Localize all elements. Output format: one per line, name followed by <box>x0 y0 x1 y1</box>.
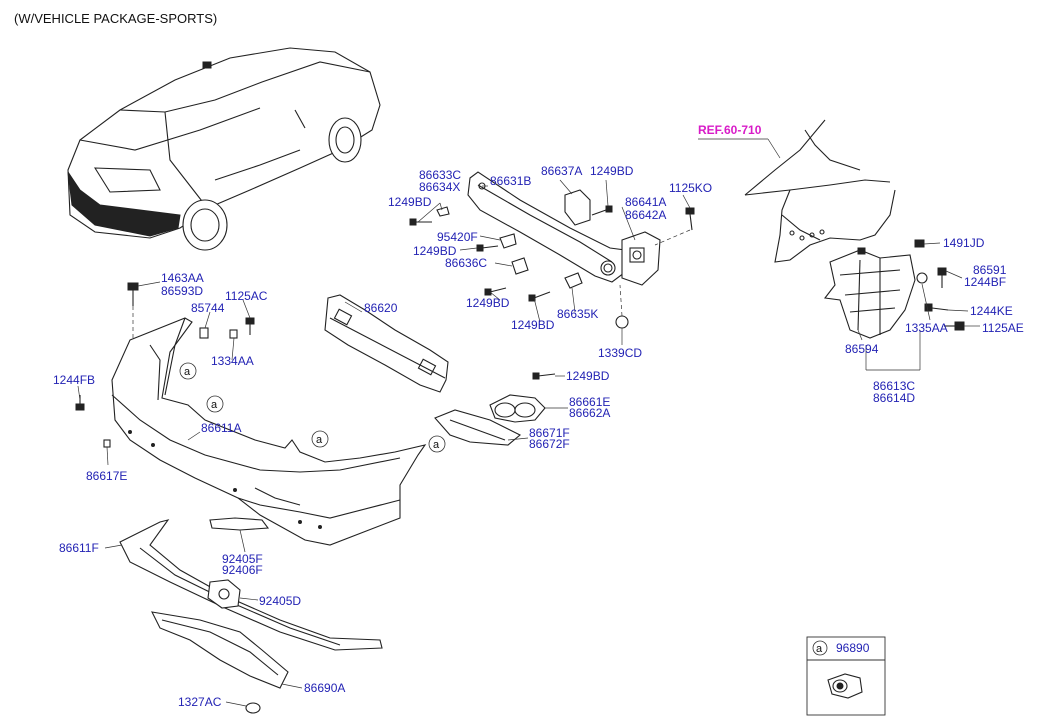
part-labels: 1463AA 86593D 85744 1125AC 1334AA 1244FB… <box>53 123 1024 709</box>
leader-lines <box>77 138 980 707</box>
label-86611F[interactable]: 86611F <box>59 541 99 555</box>
label-1249BD-low[interactable]: 1249BD <box>466 296 510 310</box>
callout-markers: a a a a <box>179 362 446 453</box>
label-1334AA[interactable]: 1334AA <box>211 354 254 368</box>
label-1249BD[interactable]: 1249BD <box>388 195 432 209</box>
legend-callout-letter: a <box>816 643 823 655</box>
vehicle-illustration <box>67 47 381 251</box>
label-85744[interactable]: 85744 <box>191 301 225 315</box>
label-1463AA[interactable]: 1463AA <box>161 271 204 285</box>
label-86617E[interactable]: 86617E <box>86 469 127 483</box>
label-1327AC[interactable]: 1327AC <box>178 695 222 709</box>
label-1244FB[interactable]: 1244FB <box>53 373 95 387</box>
legend-callout-circle <box>812 640 828 656</box>
label-92405D[interactable]: 92405D <box>259 594 301 608</box>
label-1249BD-mid[interactable]: 1249BD <box>413 244 457 258</box>
label-1249BD-top[interactable]: 1249BD <box>590 164 634 178</box>
label-1125KO[interactable]: 1125KO <box>669 181 712 195</box>
nut-1339CD <box>615 315 629 329</box>
callout-circle <box>311 430 329 448</box>
callout-circle <box>206 395 224 413</box>
bracket-86637A <box>564 189 591 226</box>
label-86637A[interactable]: 86637A <box>541 164 582 178</box>
label-86620[interactable]: 86620 <box>364 301 398 315</box>
clip-1327AC <box>245 702 261 714</box>
callout-letter: a <box>184 366 191 378</box>
label-86662A[interactable]: 86662A <box>569 406 610 420</box>
label-86634X[interactable]: 86634X <box>419 180 460 194</box>
label-1125AC[interactable]: 1125AC <box>225 289 268 303</box>
label-1249BD-low2[interactable]: 1249BD <box>511 318 555 332</box>
beam-bracket <box>621 231 661 286</box>
label-86635K[interactable]: 86635K <box>557 307 598 321</box>
callout-letter: a <box>433 439 440 451</box>
callout-circle <box>179 362 197 380</box>
legend-part-number[interactable]: 96890 <box>836 641 870 655</box>
label-86631B[interactable]: 86631B <box>490 174 531 188</box>
bumper-absorber-86620 <box>324 294 449 393</box>
label-86594[interactable]: 86594 <box>845 342 879 356</box>
label-1491JD[interactable]: 1491JD <box>943 236 985 250</box>
label-86636C[interactable]: 86636C <box>445 256 487 270</box>
label-86593D[interactable]: 86593D <box>161 284 203 298</box>
clip-95420F <box>499 233 517 249</box>
clip-86635K <box>564 272 583 289</box>
rear-bumper-beam <box>467 171 629 283</box>
label-86633C[interactable]: 86633C <box>419 168 461 182</box>
label-86591[interactable]: 86591 <box>973 263 1007 277</box>
reference-label[interactable]: REF.60-710 <box>698 123 762 137</box>
callout-circle <box>428 435 446 453</box>
label-86672F[interactable]: 86672F <box>529 437 570 451</box>
label-1249BD-right[interactable]: 1249BD <box>566 369 610 383</box>
label-86690A[interactable]: 86690A <box>304 681 345 695</box>
muffler-garnish <box>434 394 546 446</box>
label-95420F[interactable]: 95420F <box>437 230 478 244</box>
clip-86633C <box>436 206 450 217</box>
label-1339CD[interactable]: 1339CD <box>598 346 642 360</box>
rear-bumper-cover <box>111 317 427 546</box>
parking-sensor-icon <box>827 673 863 699</box>
callout-letter: a <box>211 399 218 411</box>
label-86642A[interactable]: 86642A <box>625 208 666 222</box>
lower-panel-86690A <box>151 611 289 689</box>
label-86613C[interactable]: 86613C <box>873 379 915 393</box>
label-1244KE[interactable]: 1244KE <box>970 304 1013 318</box>
label-86661E[interactable]: 86661E <box>569 395 610 409</box>
side-bracket-86613C <box>823 249 928 339</box>
label-86611A[interactable]: 86611A <box>201 421 241 435</box>
label-86614D[interactable]: 86614D <box>873 391 915 405</box>
label-92405F[interactable]: 92405F <box>222 552 263 566</box>
label-1335AA[interactable]: 1335AA <box>905 321 948 335</box>
lamp-92405D <box>207 579 241 609</box>
legend-box: a 96890 <box>806 636 886 716</box>
label-86671F[interactable]: 86671F <box>529 426 570 440</box>
clip-86636C <box>511 257 529 275</box>
bolts <box>75 205 695 448</box>
reflector-92405F <box>209 517 270 531</box>
label-1244BF[interactable]: 1244BF <box>964 275 1006 289</box>
diagram-title: (W/VEHICLE PACKAGE-SPORTS) <box>14 11 217 26</box>
body-panel-right <box>744 119 896 263</box>
callout-letter: a <box>316 434 323 446</box>
label-86641A[interactable]: 86641A <box>625 195 666 209</box>
label-92406F[interactable]: 92406F <box>222 563 263 577</box>
label-1125AE[interactable]: 1125AE <box>982 321 1024 335</box>
